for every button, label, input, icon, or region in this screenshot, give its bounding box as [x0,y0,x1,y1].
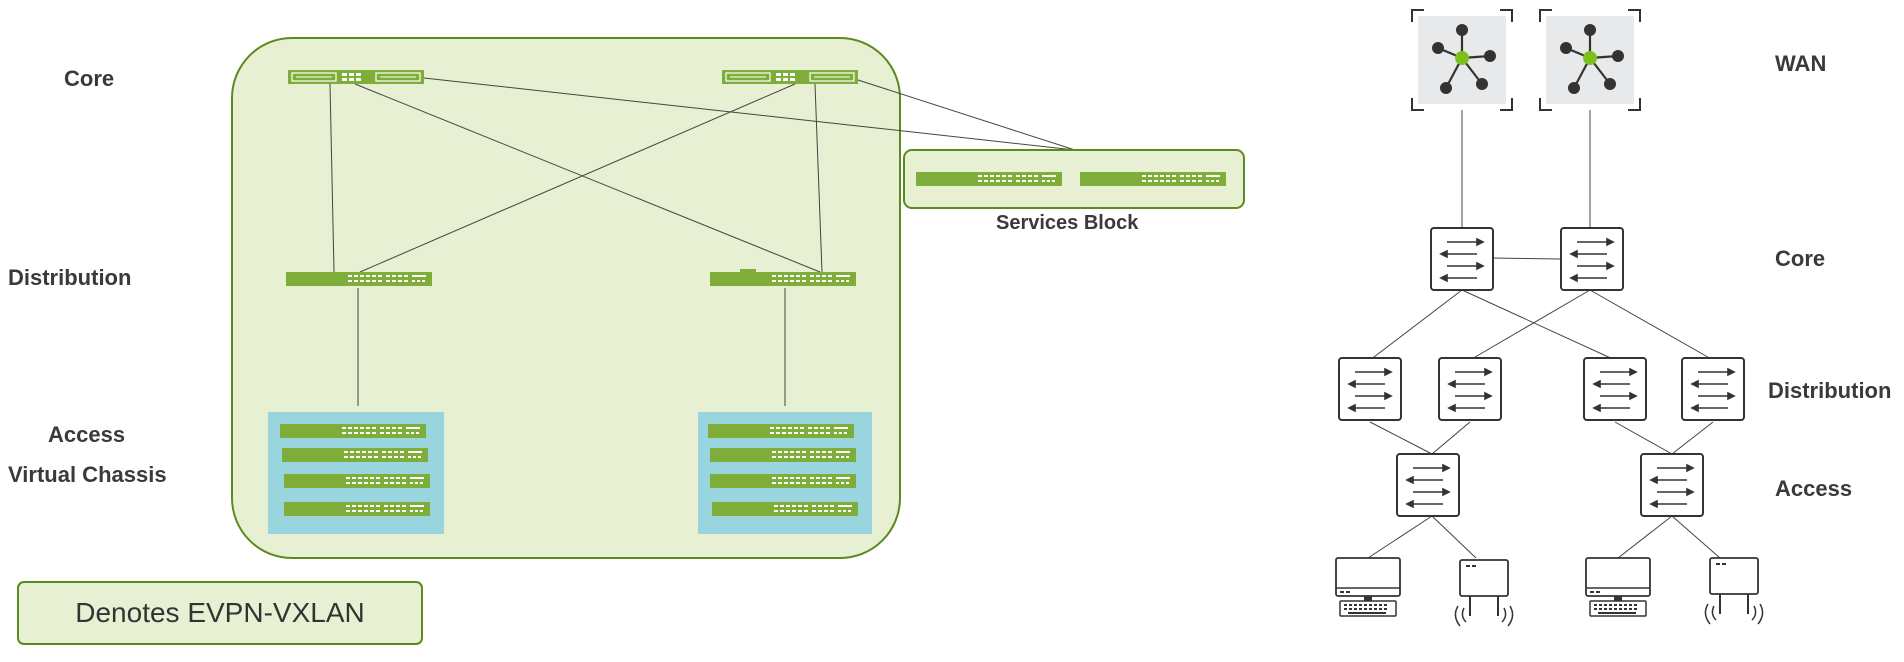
left-label-virtual-chassis: Virtual Chassis [8,462,167,487]
desktop-computer-2 [1585,557,1651,617]
desktop-computer-1 [1335,557,1401,617]
access-switch-1d [284,502,430,516]
left-label-core: Core [64,66,114,91]
core-switch-1 [287,69,425,85]
distribution-switch-box-1 [1338,357,1402,421]
access-switch-2d [712,502,858,516]
distribution-switch-1 [286,272,432,286]
legend-label: Denotes EVPN-VXLAN [75,597,364,628]
services-block-label: Services Block [996,212,1139,234]
left-label-distribution: Distribution [8,265,131,290]
right-label-core: Core [1775,246,1825,271]
access-switch-2a [708,424,854,438]
wan-node-2 [1538,8,1642,112]
left-links [329,77,1076,406]
right-links [1367,110,1721,559]
services-block [903,149,1245,209]
core-switch-box-2 [1560,227,1624,291]
access-switch-box-2 [1640,453,1704,517]
access-switch-1a [280,424,426,438]
wireless-access-point-2 [1704,557,1764,625]
core-switch-2 [721,69,859,85]
access-switch-2c [710,474,856,488]
distribution-switch-box-4 [1681,357,1745,421]
distribution-switch-box-2 [1438,357,1502,421]
left-label-access: Access [48,422,125,447]
services-switch-2 [1080,172,1226,186]
access-switch-box-1 [1396,453,1460,517]
core-switch-box-1 [1430,227,1494,291]
legend-box [17,581,423,645]
distribution-switch-2 [710,272,856,286]
access-switch-1c [284,474,430,488]
access-switch-2b [710,448,856,462]
wireless-access-point-1 [1454,559,1514,627]
right-label-access: Access [1775,476,1852,501]
access-switch-1b [282,448,428,462]
right-label-distribution: Distribution [1768,378,1891,403]
distribution-switch-box-3 [1583,357,1647,421]
wan-node-1 [1410,8,1514,112]
right-label-wan: WAN [1775,51,1826,76]
services-switch-1 [916,172,1062,186]
